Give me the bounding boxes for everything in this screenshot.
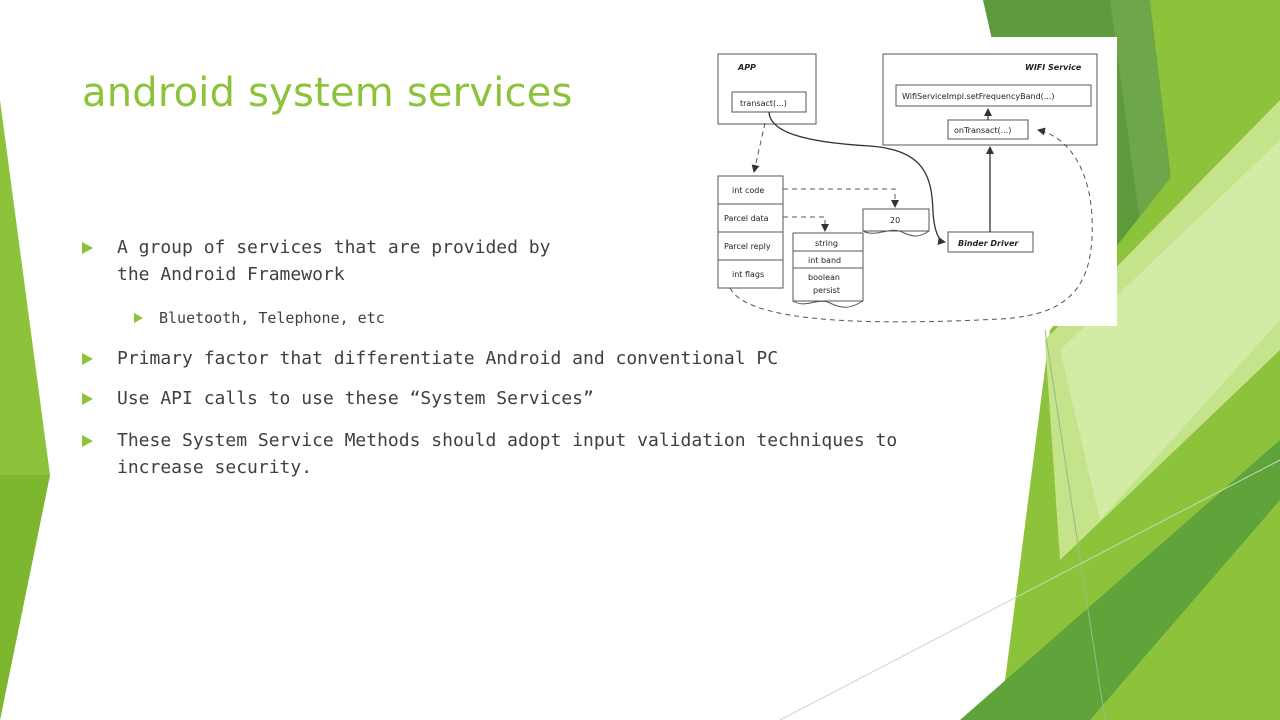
arrow-bullet-icon (82, 353, 93, 365)
code-value-box (862, 208, 930, 232)
app-label: APP (737, 63, 756, 72)
data-field-persist: persist (813, 286, 840, 295)
parcel-field-code: int code (732, 186, 764, 195)
wifi-service-label: WIFI Service (1025, 63, 1082, 72)
data-field-boolean: boolean (808, 273, 840, 282)
on-transact-label: onTransact(...) (954, 126, 1011, 135)
parcel-field-flags: int flags (732, 270, 764, 279)
parcel-field-reply: Parcel reply (724, 242, 771, 251)
bullet-primary-factor: Primary factor that differentiate Androi… (82, 345, 778, 372)
arrow-bullet-icon (134, 313, 143, 323)
arrow-bullet-icon (82, 435, 93, 447)
bullet-text: Use API calls to use these “System Servi… (117, 388, 594, 409)
data-field-string: string (815, 239, 838, 248)
data-field-band: int band (808, 256, 841, 265)
bullet-api-calls: Use API calls to use these “System Servi… (82, 385, 594, 412)
binder-diagram: APP transact(...) WIFI Service WifiServi… (700, 37, 1117, 326)
wifi-method-label: WifiServiceImpl.setFrequencyBand(...) (902, 92, 1055, 101)
arrow-bullet-icon (82, 393, 93, 405)
bullet-text: Bluetooth, Telephone, etc (159, 309, 385, 327)
binder-driver-label: Binder Driver (958, 239, 1019, 248)
bullet-text: A group of services that are provided by… (117, 237, 551, 285)
data-list (792, 232, 864, 302)
transact-label: transact(...) (740, 99, 787, 108)
parcel-field-data: Parcel data (724, 214, 769, 223)
sub-bullet-examples: Bluetooth, Telephone, etc (134, 307, 385, 329)
bullet-text: These System Service Methods should adop… (117, 430, 898, 478)
bullet-input-validation: These System Service Methods should adop… (82, 427, 897, 481)
bullet-system-services: A group of services that are provided by… (82, 234, 550, 288)
arrow-bullet-icon (82, 242, 93, 254)
wifi-service-box (882, 53, 1098, 146)
code-value: 20 (890, 216, 900, 225)
app-box (717, 53, 817, 125)
wifi-method-box (895, 84, 1092, 107)
slide-title: android system services (82, 70, 573, 116)
bullet-text: Primary factor that differentiate Androi… (117, 348, 779, 369)
